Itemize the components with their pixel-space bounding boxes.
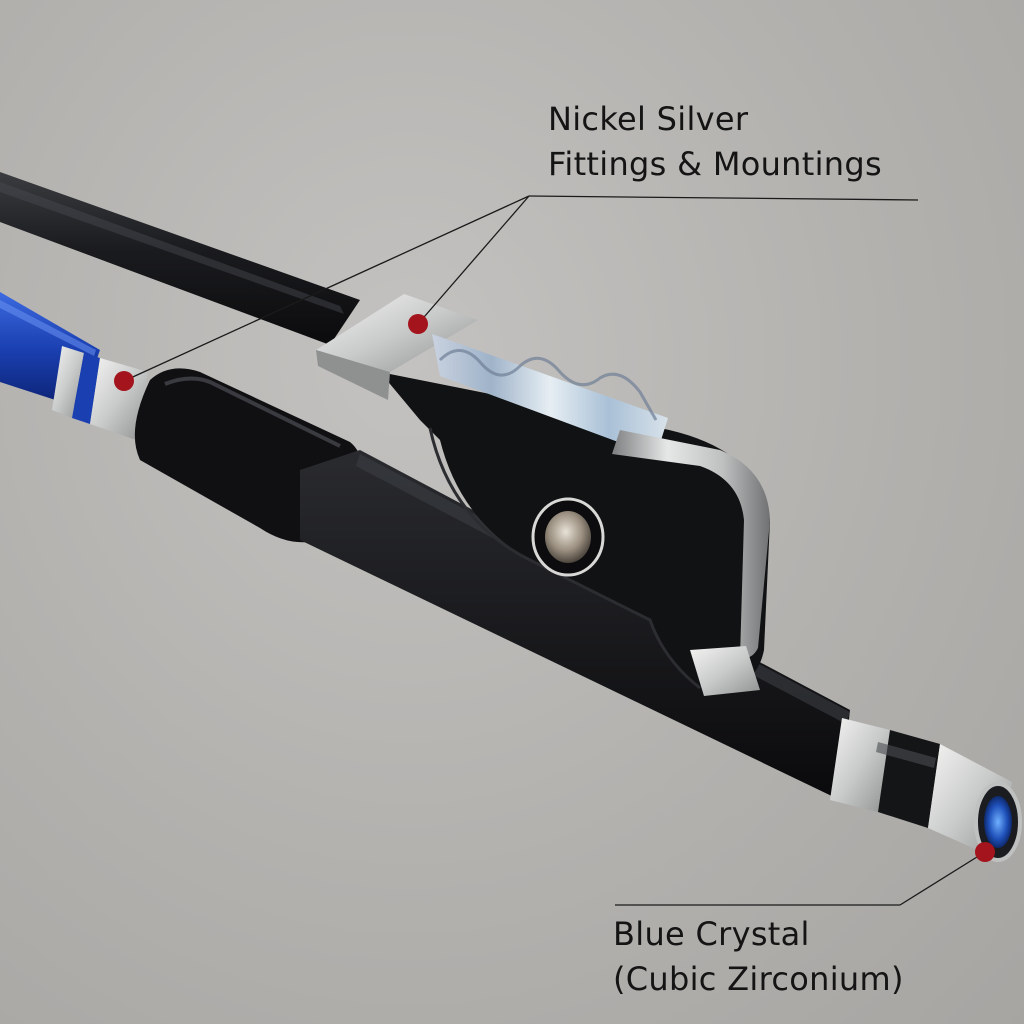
crystal-leader: [899, 851, 986, 906]
marker-dot-plate: [408, 314, 428, 334]
nickel-silver-plate: [316, 294, 478, 400]
callout-fittings: Nickel Silver Fittings & Mountings: [548, 97, 882, 187]
frog-back-plate: [612, 430, 770, 659]
frog-ferrule: [690, 646, 760, 696]
callout-fittings-line1: Nickel Silver: [548, 100, 749, 138]
bow-stick: [0, 172, 360, 345]
callout-crystal-line2: (Cubic Zirconium): [613, 960, 904, 998]
callout-fittings-line2: Fittings & Mountings: [548, 145, 882, 183]
marker-dot-ring: [114, 371, 134, 391]
frog-pearl-eye: [531, 497, 605, 577]
pearl-slide-inlay: [432, 334, 668, 456]
fittings-leader-to-plate: [417, 195, 530, 325]
callout-crystal: Blue Crystal (Cubic Zirconium): [613, 912, 904, 1002]
grip-ring-bands: [52, 346, 148, 440]
fittings-underline: [528, 195, 919, 201]
marker-dots: [114, 314, 995, 862]
fittings-leader-to-ring: [123, 195, 530, 382]
callout-crystal-line1: Blue Crystal: [613, 915, 810, 953]
leader-lines: [123, 195, 986, 906]
blue-crystal: [974, 782, 1022, 862]
marker-dot-crystal: [975, 842, 995, 862]
